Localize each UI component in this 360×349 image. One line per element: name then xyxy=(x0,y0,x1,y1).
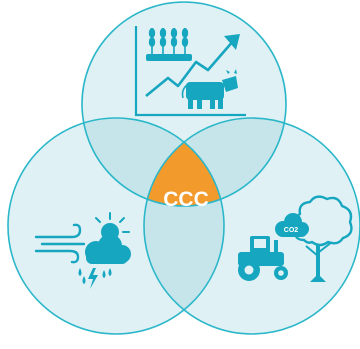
center-intersection xyxy=(144,118,224,206)
venn-overlaps xyxy=(82,118,286,334)
agriculture-growth-icon xyxy=(134,26,246,117)
co2-label: CO2 xyxy=(284,227,299,234)
weather-icon xyxy=(34,212,131,289)
venn-outlines xyxy=(7,1,360,335)
land-use-emissions-icon xyxy=(238,195,353,282)
center-label: CCC xyxy=(163,188,209,211)
